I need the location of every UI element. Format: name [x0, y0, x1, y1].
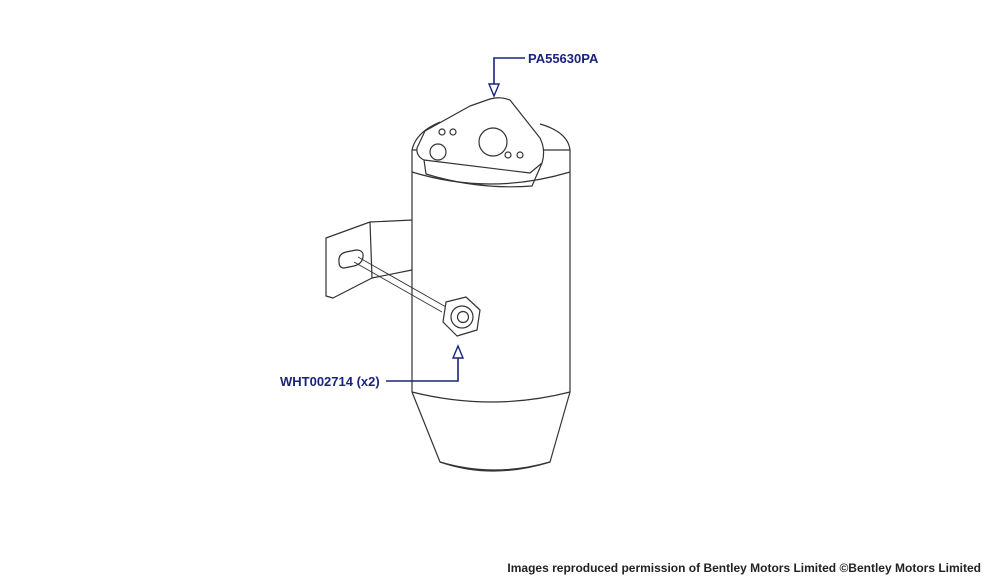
part-number-receiver-drier[interactable]: PA55630PA: [528, 51, 599, 66]
cylinder-lower-seam: [411, 391, 571, 403]
flange-bolt-hole: [449, 128, 457, 136]
mounting-bracket: [325, 219, 414, 299]
callout-leaders: [386, 57, 525, 382]
arrowhead-nut: [451, 344, 465, 359]
flange-bolt-hole: [438, 128, 446, 136]
top-flange-side: [423, 159, 543, 188]
cylinder-cap-edge: [411, 171, 571, 185]
copyright-notice: Images reproduced permission of Bentley …: [507, 561, 981, 575]
cylinder-top-rim: [411, 121, 571, 151]
receiver-drier-illustration: [325, 97, 571, 472]
leader-line-nut: [386, 358, 459, 382]
flange-bolt-hole: [504, 151, 512, 159]
nut-bore: [456, 310, 470, 324]
explode-line: [353, 256, 447, 313]
leader-line-top: [493, 57, 525, 84]
bracket-fold-line: [369, 221, 373, 279]
flange-port-large: [478, 127, 508, 157]
part-number-nut[interactable]: WHT002714 (x2): [280, 374, 380, 389]
flange-bolt-hole: [516, 151, 524, 159]
cylinder-bottom-edge: [439, 461, 551, 471]
flange-port-small: [429, 143, 447, 161]
arrowhead-top: [487, 83, 501, 98]
cylinder-body: [411, 149, 571, 472]
